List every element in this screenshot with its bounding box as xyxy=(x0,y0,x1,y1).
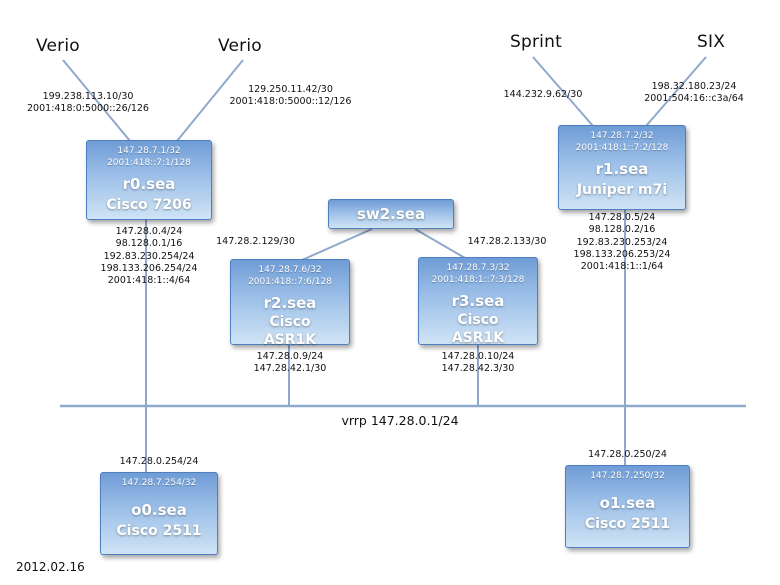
node-name: r2.sea xyxy=(263,294,317,313)
vrrp-label: vrrp 147.28.0.1/24 xyxy=(341,413,459,428)
node-r0-sea: 147.28.7.1/32 2001:418::7:1/128 r0.sea C… xyxy=(86,140,212,220)
node-o0-sea: 147.28.7.254/32 o0.sea Cisco 2511 xyxy=(100,472,218,555)
ip-line: 199.238.113.10/30 xyxy=(42,91,134,102)
uplink-ips-sprint: 144.232.9.62/30 xyxy=(478,89,608,101)
loopback-ipv6: 2001:418:1::7:3/128 xyxy=(431,275,525,286)
ip-line: 2001:418:1::1/64 xyxy=(580,261,664,273)
ip-line: 198.32.180.23/24 xyxy=(651,81,737,92)
link-sw2-r3 xyxy=(414,228,466,259)
node-r3-sea: 147.28.7.3/32 2001:418:1::7:3/128 r3.sea… xyxy=(418,257,538,347)
isp-label-sprint: Sprint xyxy=(510,32,562,52)
ip-line: 192.83.230.253/24 xyxy=(576,236,668,248)
ip-line: 198.133.206.253/24 xyxy=(573,249,671,261)
node-r2-sea: 147.28.7.6/32 2001:418::7:6/128 r2.sea C… xyxy=(230,259,350,349)
uplink-ips-verio-left: 199.238.113.10/30 2001:418:0:5000::26/12… xyxy=(8,91,168,116)
node-r1-sea: 147.28.7.2/32 2001:418:1::7:2/128 r1.sea… xyxy=(558,125,686,210)
loopback-ipv4: 147.28.7.6/32 xyxy=(258,265,322,275)
node-model: Cisco 7206 xyxy=(106,197,192,214)
ip-line: 147.28.0.4/24 xyxy=(115,226,183,237)
link-sw2-r2 xyxy=(301,228,373,261)
ip-line: 98.128.0.1/16 xyxy=(115,238,183,250)
isp-label-verio-right: Verio xyxy=(218,36,262,56)
loopback-ipv4: 147.28.7.1/32 xyxy=(117,146,181,156)
node-name: r3.sea xyxy=(451,292,505,311)
ip-line: 2001:418:0:5000::26/126 xyxy=(27,103,149,115)
node-model: ASR1K xyxy=(263,332,317,349)
loopback-ipv4: 147.28.7.254/32 xyxy=(121,478,197,488)
node-o1-sea: 147.28.7.250/32 o1.sea Cisco 2511 xyxy=(565,465,690,548)
uplink-ips-verio-right: 129.250.11.42/30 2001:418:0:5000::12/126 xyxy=(208,84,373,109)
interface-ip-r2-uplink: 147.28.2.129/30 xyxy=(216,236,295,247)
interface-ips-r1: 147.28.0.5/24 98.128.0.2/16 192.83.230.2… xyxy=(558,212,686,274)
ip-line: 98.128.0.2/16 xyxy=(588,224,656,236)
link-sprint-r1 xyxy=(532,56,594,127)
ip-line: 147.28.42.1/30 xyxy=(253,363,327,375)
interface-ips-r3: 147.28.0.10/24 147.28.42.3/30 xyxy=(418,351,538,376)
uplink-ips-six: 198.32.180.23/24 2001:504:16::c3a/64 xyxy=(618,81,770,106)
date-label: 2012.02.16 xyxy=(16,560,85,574)
isp-label-verio-left: Verio xyxy=(36,36,80,56)
ip-line: 147.28.0.9/24 xyxy=(256,351,324,362)
interface-ips-r2: 147.28.0.9/24 147.28.42.1/30 xyxy=(230,351,350,376)
ip-line: 129.250.11.42/30 xyxy=(248,84,333,95)
ip-line: 2001:504:16::c3a/64 xyxy=(644,93,744,105)
ip-line: 144.232.9.62/30 xyxy=(503,89,583,100)
loopback-ipv4: 147.28.7.3/32 xyxy=(446,263,510,273)
node-model: Cisco xyxy=(269,314,311,331)
ip-line: 147.28.0.5/24 xyxy=(588,212,656,223)
link-verio-left-r0 xyxy=(62,59,131,142)
ip-line: 2001:418:1::4/64 xyxy=(107,275,191,287)
node-model: ASR1K xyxy=(451,330,505,347)
node-name: r1.sea xyxy=(595,160,649,179)
ip-line: 192.83.230.254/24 xyxy=(103,250,195,262)
interface-ips-r0: 147.28.0.4/24 98.128.0.1/16 192.83.230.2… xyxy=(86,226,212,288)
interface-ip-r3-uplink: 147.28.2.133/30 xyxy=(467,236,547,247)
interface-ip-o0: 147.28.0.254/24 xyxy=(119,456,199,467)
interface-ip-o1: 147.28.0.250/24 xyxy=(588,449,667,460)
ip-line: 198.133.206.254/24 xyxy=(100,263,198,275)
node-name: o0.sea xyxy=(131,501,187,520)
node-name: r0.sea xyxy=(122,175,176,194)
node-name: o1.sea xyxy=(599,494,656,513)
loopback-ipv6: 2001:418::7:6/128 xyxy=(248,277,332,288)
loopback-ipv6: 2001:418::7:1/128 xyxy=(107,158,191,169)
node-model: Juniper m7i xyxy=(576,182,668,199)
node-model: Cisco xyxy=(457,312,499,329)
node-name: sw2.sea xyxy=(356,205,426,223)
link-verio-right-r0 xyxy=(176,59,244,142)
node-model: Cisco 2511 xyxy=(116,523,202,540)
loopback-ipv6: 2001:418:1::7:2/128 xyxy=(575,143,669,154)
node-model: Cisco 2511 xyxy=(584,516,671,533)
loopback-ipv4: 147.28.7.2/32 xyxy=(590,131,654,141)
node-sw2-sea: sw2.sea xyxy=(328,199,454,229)
ip-line: 2001:418:0:5000::12/126 xyxy=(229,96,352,108)
link-six-r1 xyxy=(645,56,707,127)
isp-label-six: SIX xyxy=(697,32,726,52)
loopback-ipv4: 147.28.7.250/32 xyxy=(590,471,665,481)
ip-line: 147.28.42.3/30 xyxy=(441,363,515,375)
ip-line: 147.28.0.10/24 xyxy=(441,351,515,362)
